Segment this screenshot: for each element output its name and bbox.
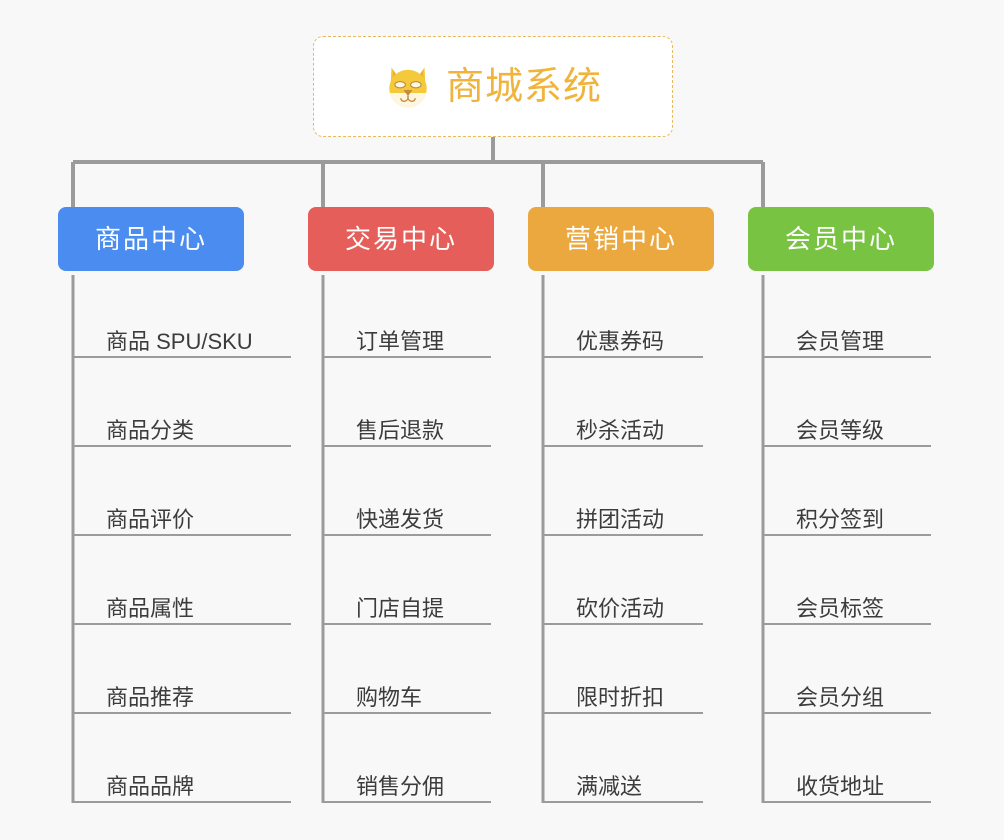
leaf-item-label: 拼团活动 xyxy=(576,506,665,532)
category-box-trade-center[interactable]: 交易中心 xyxy=(308,207,494,271)
leaf-item-label: 满减送 xyxy=(576,773,643,799)
leaf-item-marketing-center-6[interactable]: 满减送 xyxy=(543,757,703,803)
leaf-item-product-center-6[interactable]: 商品品牌 xyxy=(73,757,291,803)
leaf-item-trade-center-2[interactable]: 售后退款 xyxy=(323,401,491,447)
leaf-item-marketing-center-3[interactable]: 拼团活动 xyxy=(543,490,703,536)
leaf-item-product-center-2[interactable]: 商品分类 xyxy=(73,401,291,447)
category-label: 会员中心 xyxy=(784,224,897,254)
leaf-item-label: 销售分佣 xyxy=(356,773,445,799)
root-node-content: 商城系统 xyxy=(384,63,602,111)
leaf-item-trade-center-1[interactable]: 订单管理 xyxy=(323,312,491,358)
leaf-item-product-center-5[interactable]: 商品推荐 xyxy=(73,668,291,714)
leaf-item-label: 会员分组 xyxy=(796,684,885,710)
root-node[interactable]: 商城系统 xyxy=(313,36,673,137)
leaf-item-label: 售后退款 xyxy=(356,417,445,443)
leaf-item-trade-center-3[interactable]: 快递发货 xyxy=(323,490,491,536)
shiba-dog-face-icon xyxy=(389,67,427,107)
leaf-item-member-center-3[interactable]: 积分签到 xyxy=(763,490,931,536)
category-label: 营销中心 xyxy=(564,224,677,254)
category-box-member-center[interactable]: 会员中心 xyxy=(748,207,934,271)
leaf-item-label: 商品推荐 xyxy=(106,684,195,710)
leaf-item-marketing-center-4[interactable]: 砍价活动 xyxy=(543,579,703,625)
category-box-marketing-center[interactable]: 营销中心 xyxy=(528,207,714,271)
leaf-item-label: 限时折扣 xyxy=(576,684,665,710)
leaf-item-member-center-2[interactable]: 会员等级 xyxy=(763,401,931,447)
leaf-item-label: 购物车 xyxy=(356,684,423,710)
leaf-item-member-center-5[interactable]: 会员分组 xyxy=(763,668,931,714)
leaf-item-trade-center-6[interactable]: 销售分佣 xyxy=(323,757,491,803)
leaf-item-label: 积分签到 xyxy=(796,506,885,532)
leaf-item-label: 商品属性 xyxy=(106,595,195,621)
leaf-item-member-center-1[interactable]: 会员管理 xyxy=(763,312,931,358)
leaf-item-label: 门店自提 xyxy=(356,595,445,621)
leaf-item-label: 秒杀活动 xyxy=(576,417,665,443)
leaf-item-label: 快递发货 xyxy=(356,506,445,532)
leaf-item-label: 优惠券码 xyxy=(576,328,665,354)
category-box-product-center[interactable]: 商品中心 xyxy=(58,207,244,271)
leaf-item-label: 商品品牌 xyxy=(106,773,195,799)
leaf-item-trade-center-5[interactable]: 购物车 xyxy=(323,668,491,714)
leaf-item-product-center-4[interactable]: 商品属性 xyxy=(73,579,291,625)
leaf-item-member-center-4[interactable]: 会员标签 xyxy=(763,579,931,625)
leaf-item-label: 商品分类 xyxy=(106,417,195,443)
leaf-item-label: 订单管理 xyxy=(356,328,445,354)
leaf-item-label: 收货地址 xyxy=(796,773,885,799)
leaf-item-label: 砍价活动 xyxy=(576,595,665,621)
category-label: 商品中心 xyxy=(94,224,207,254)
leaf-item-marketing-center-1[interactable]: 优惠券码 xyxy=(543,312,703,358)
leaf-item-marketing-center-5[interactable]: 限时折扣 xyxy=(543,668,703,714)
root-node-label: 商城系统 xyxy=(445,65,602,108)
leaf-item-product-center-1[interactable]: 商品 SPU/SKU xyxy=(73,312,291,358)
leaf-item-marketing-center-2[interactable]: 秒杀活动 xyxy=(543,401,703,447)
leaf-item-label: 商品评价 xyxy=(106,506,195,532)
leaf-item-label: 会员管理 xyxy=(796,328,885,354)
leaf-item-trade-center-4[interactable]: 门店自提 xyxy=(323,579,491,625)
leaf-item-label: 会员等级 xyxy=(796,417,885,443)
leaf-item-label: 商品 SPU/SKU xyxy=(106,328,253,354)
leaf-item-product-center-3[interactable]: 商品评价 xyxy=(73,490,291,536)
leaf-item-member-center-6[interactable]: 收货地址 xyxy=(763,757,931,803)
leaf-item-label: 会员标签 xyxy=(796,595,885,621)
category-label: 交易中心 xyxy=(344,224,457,254)
